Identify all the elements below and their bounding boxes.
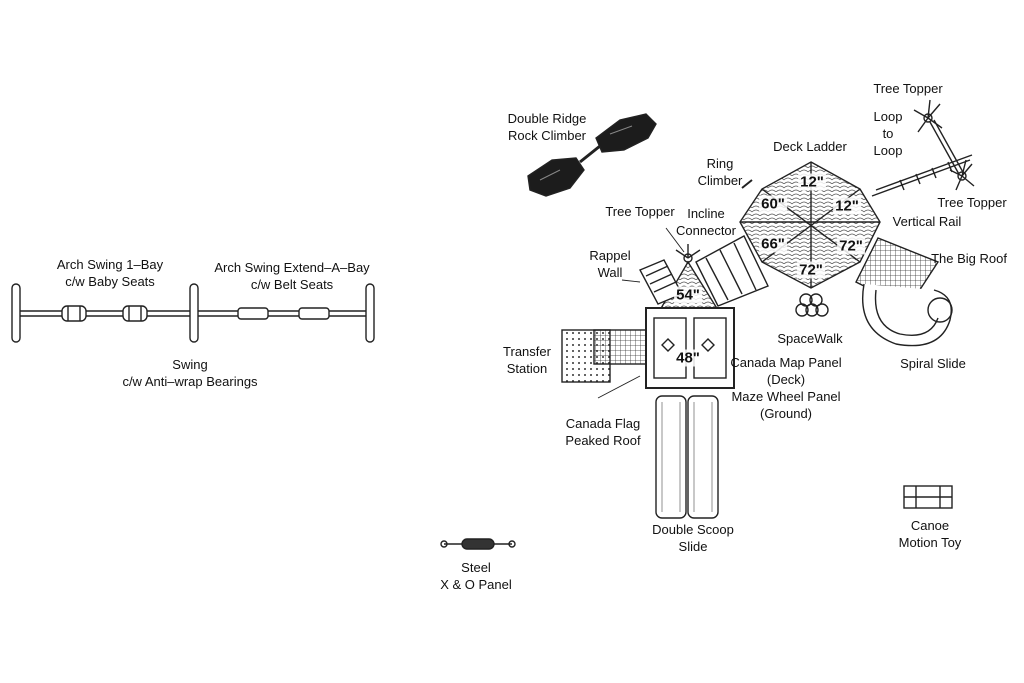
deck-height-label: 60": [759, 195, 787, 213]
incline-connector: [695, 235, 769, 307]
label-canada-map-panel: Canada Map Panel(Deck)Maze Wheel Panel(G…: [730, 355, 842, 421]
belt-seat: [298, 307, 330, 320]
deck-height-label: 54": [674, 286, 702, 304]
label-tree-topper: Tree Topper: [937, 195, 1007, 210]
deck-height-label: 66": [759, 235, 787, 253]
spiral-slide: [862, 283, 953, 347]
spacewalk: [795, 293, 829, 317]
label-tree-topper: Tree Topper: [873, 81, 943, 96]
ring-climber-bar: [741, 179, 753, 189]
leader-lines: [597, 227, 685, 399]
canoe-motion-toy: [903, 485, 953, 509]
deck-height-label: 48": [674, 349, 702, 367]
deck-height-label: 72": [837, 237, 865, 255]
label-spiral-slide: Spiral Slide: [900, 356, 966, 371]
loop-to-loop: [871, 119, 973, 197]
label-deck-ladder: Deck Ladder: [773, 139, 847, 154]
label-big-roof: The Big Roof: [931, 251, 1007, 266]
rock-climber: [527, 113, 657, 197]
tree-topper-right: [949, 159, 975, 191]
baby-seat: [122, 305, 148, 322]
belt-seat: [237, 307, 269, 320]
baby-seat: [61, 305, 87, 322]
tree-topper-top: [913, 99, 943, 133]
deck-height-label: 72": [797, 261, 825, 279]
deck-height-label: 12": [833, 197, 861, 215]
label-vertical-rail: Vertical Rail: [892, 214, 962, 229]
label-tree-topper: Tree Topper: [605, 204, 675, 219]
double-scoop-slide: [655, 395, 719, 519]
transfer-station: [561, 329, 647, 383]
main-deck: [645, 307, 735, 389]
swing-set: [11, 283, 375, 343]
xo-panel: [440, 538, 516, 550]
label-spacewalk: SpaceWalk: [777, 331, 843, 346]
deck-height-label: 12": [798, 173, 826, 191]
